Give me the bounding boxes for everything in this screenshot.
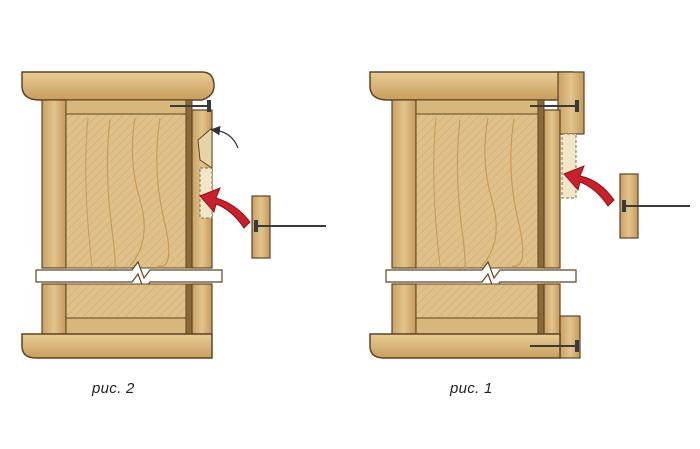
- red-arrow: [563, 165, 615, 207]
- screw-bottom: [530, 340, 579, 352]
- break-line: [385, 260, 577, 292]
- screw-top: [170, 100, 211, 112]
- figure-left: [21, 71, 326, 359]
- corner-block-top: [557, 71, 585, 135]
- top-board: [369, 71, 573, 101]
- screw-block: [622, 200, 690, 212]
- small-rotate-arrow: [210, 125, 239, 149]
- top-board: [21, 71, 215, 101]
- screw-block: [254, 220, 326, 232]
- figure-right: [369, 71, 690, 359]
- right-stile-lower: [185, 283, 193, 335]
- bottom-board: [369, 333, 561, 359]
- screw-top: [530, 100, 579, 112]
- top-rail: [415, 99, 541, 115]
- right-post-lower: [543, 283, 561, 335]
- break-line: [35, 260, 223, 292]
- panel-lower: [65, 283, 187, 319]
- right-post: [543, 109, 561, 269]
- figure-caption: рис. 2: [92, 380, 135, 397]
- figure-caption: рис. 1: [450, 380, 493, 397]
- right-stile: [537, 99, 545, 269]
- panel-lower: [415, 283, 539, 319]
- panel: [415, 113, 539, 269]
- red-arrow: [199, 187, 251, 229]
- bottom-rail: [65, 317, 187, 335]
- left-post: [391, 99, 417, 269]
- right-stile: [185, 99, 193, 269]
- dashed-gap: [561, 133, 577, 199]
- bottom-rail: [415, 317, 539, 335]
- left-post-lower: [391, 283, 417, 335]
- right-stile-lower: [537, 283, 545, 335]
- left-post-lower: [41, 283, 67, 335]
- bottom-board: [21, 333, 213, 359]
- right-post-lower: [191, 283, 213, 335]
- left-post: [41, 99, 67, 269]
